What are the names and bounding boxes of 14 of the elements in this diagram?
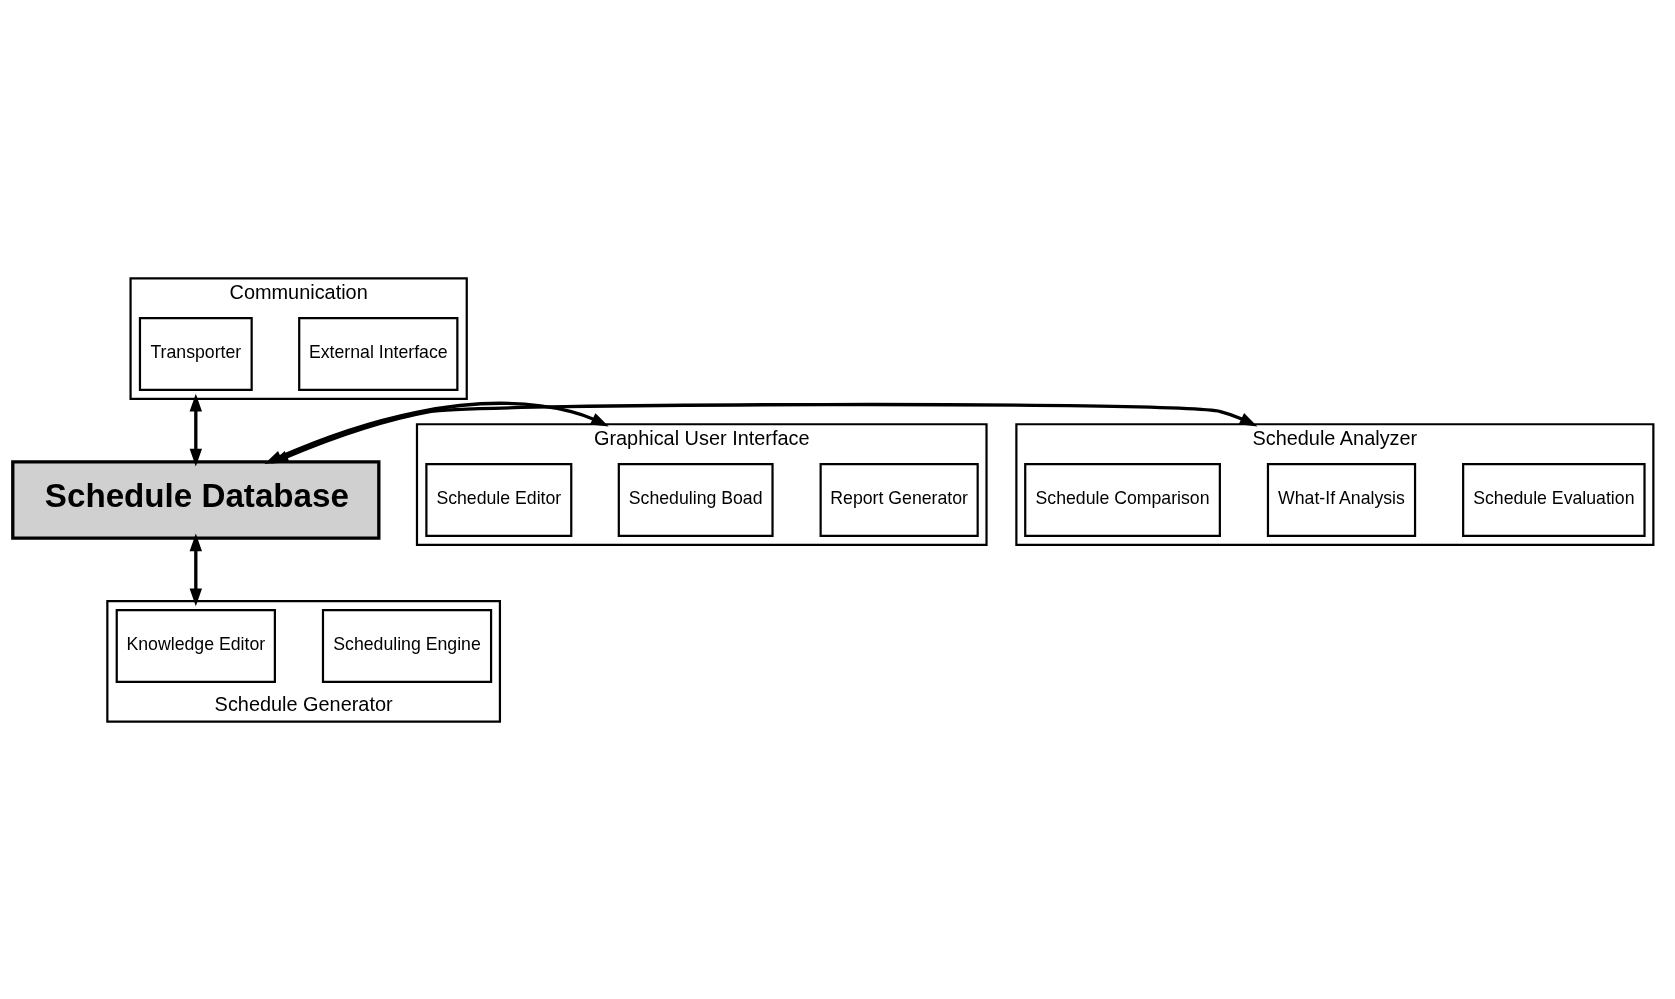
arrow: [189, 533, 202, 606]
node-box: Report Generator: [819, 462, 979, 537]
node-box: Knowledge Editor: [115, 608, 276, 683]
arrow: [189, 393, 202, 467]
node-box: Schedule Comparison: [1024, 462, 1221, 537]
node-box: Schedule Editor: [425, 462, 573, 537]
node-box: Scheduling Engine: [321, 608, 493, 683]
node-box: Scheduling Boad: [617, 462, 774, 537]
node-box: Schedule Database: [11, 459, 381, 540]
node-box: Schedule Evaluation: [1462, 462, 1646, 537]
arrow: [270, 402, 1258, 464]
node-box: External Interface: [298, 316, 459, 391]
node-box: Transporter: [138, 316, 253, 391]
node-box: What-If Analysis: [1266, 462, 1417, 537]
